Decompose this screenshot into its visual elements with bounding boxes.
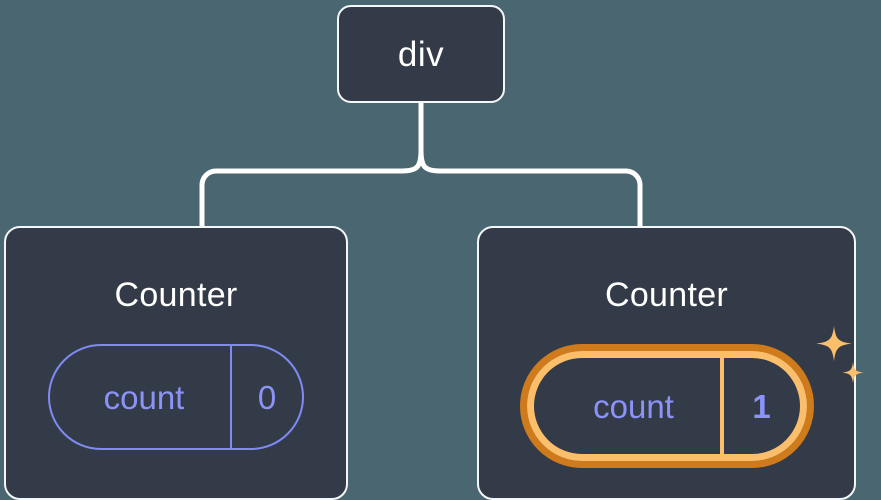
sparkle-large-icon — [815, 326, 852, 362]
node-counter-left[interactable]: Counter count 0 — [4, 226, 348, 500]
state-pill-right-wrap: count 1 — [519, 326, 864, 468]
sparkle-small-icon — [841, 362, 864, 384]
node-counter-right-title: Counter — [604, 276, 729, 314]
connector-left-branch — [199, 149, 424, 226]
state-pill-left-wrap: count 0 — [48, 344, 304, 450]
state-pill-left[interactable]: count 0 — [48, 344, 304, 450]
state-pill-left-key: count — [103, 378, 185, 416]
node-counter-right[interactable]: Counter count 1 — [477, 226, 864, 500]
state-pill-right-value: 1 — [719, 358, 800, 454]
sparkle-group — [815, 326, 864, 384]
state-pill-right[interactable]: count 1 — [526, 351, 807, 461]
node-div-label: div — [397, 34, 445, 74]
connector-right-branch — [418, 149, 643, 226]
node-div[interactable]: div — [337, 5, 505, 103]
state-pill-right-highlight-ring: count 1 — [519, 344, 814, 468]
state-pill-left-value: 0 — [230, 346, 302, 448]
node-counter-left-title: Counter — [114, 276, 238, 314]
state-pill-right-key: count — [593, 387, 674, 425]
